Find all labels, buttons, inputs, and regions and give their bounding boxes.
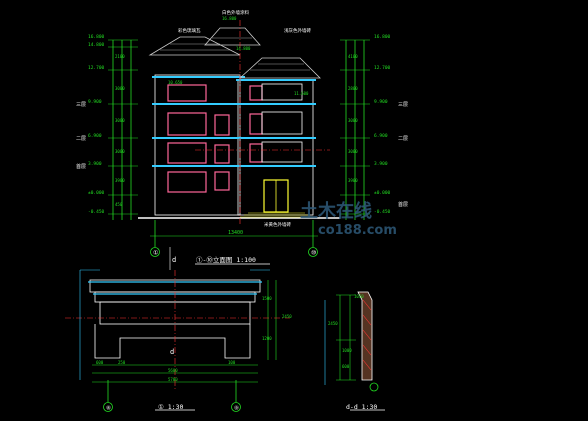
right-level: 6.900 (374, 133, 388, 139)
section-dim: 1050 (354, 294, 364, 299)
axis-label-d: d (172, 256, 176, 264)
section-labels: d-d 1:30 1050 2450 1000 600 (328, 294, 377, 411)
floor-tag-left: 二层 (76, 136, 86, 142)
material-note: 米黄色外墙砖 (264, 221, 291, 228)
detail-title: ① 1:30 (158, 403, 183, 411)
section-dim: 2450 (328, 321, 338, 326)
detail-dim-small: 250 (118, 360, 126, 365)
inline-level: 16.800 (222, 16, 237, 21)
watermark-url: co188.com (318, 223, 397, 238)
right-dim: 3000 (348, 149, 358, 154)
detail-dim-right: 1500 (262, 296, 272, 301)
material-note: 彩色琉璃瓦 (178, 27, 201, 34)
right-dim: 2800 (348, 86, 358, 91)
right-level: -0.450 (374, 209, 391, 215)
axis-label-left: ① (153, 250, 158, 257)
left-dim: 3900 (115, 178, 125, 183)
inline-level: 14.800 (236, 46, 251, 51)
left-level: 12.700 (88, 65, 105, 71)
detail-labels: ① 1:30 ⑧ ⑨ d 5600 5700 2450 1500 1200 60… (96, 296, 292, 412)
detail-axis-left: ⑧ (106, 405, 111, 412)
right-level: ±0.000 (374, 190, 391, 196)
left-dim: 2100 (115, 54, 125, 59)
left-dim: 3000 (115, 118, 125, 123)
section-dim: 600 (342, 364, 350, 369)
left-level: -0.450 (88, 209, 105, 215)
right-level: 9.900 (374, 99, 388, 105)
watermark: 土木在线 co188.com (300, 200, 397, 238)
floor-tag-right: 首层 (398, 201, 408, 208)
inline-level: 11.600 (294, 91, 309, 96)
elevation-title: ①-⑩立面图 1:100 (196, 255, 256, 264)
right-dim: 4100 (348, 54, 358, 59)
left-level: 16.800 (88, 34, 105, 40)
left-dim: 450 (115, 202, 123, 207)
detail-axis-d: d (170, 348, 174, 356)
detail-dim-right: 2450 (282, 314, 292, 319)
left-dim: 3000 (115, 149, 125, 154)
section-dim: 1000 (342, 348, 352, 353)
left-level: 9.900 (88, 99, 102, 105)
elevation-labels: ①-⑩立面图 1:100 ① ⑩ d 13400 16.800 14.800 1… (76, 9, 408, 264)
floor-tag-right: 二层 (398, 136, 408, 142)
detail-axis-right: ⑨ (234, 405, 239, 412)
overall-width: 13400 (228, 230, 243, 236)
detail-view (65, 269, 290, 412)
floor-tag-left: 三层 (76, 102, 86, 108)
detail-dim-bottom: 5600 (168, 368, 178, 373)
left-level: 14.800 (88, 42, 105, 48)
floor-tag-left: 首层 (76, 163, 86, 170)
right-level: 16.800 (374, 34, 391, 40)
detail-dim-right: 1200 (262, 336, 272, 341)
watermark-brand: 土木在线 (300, 200, 372, 222)
left-level: 3.900 (88, 161, 102, 167)
section-view (324, 291, 385, 411)
detail-dim-small: 600 (96, 360, 104, 365)
axis-label-right: ⑩ (311, 250, 316, 257)
inline-level: 10.650 (168, 80, 183, 85)
right-level: 12.700 (374, 65, 391, 71)
right-dim: 3000 (348, 118, 358, 123)
left-dim: 3000 (115, 86, 125, 91)
floor-tag-right: 三层 (398, 102, 408, 108)
detail-dim-bottom: 5700 (168, 377, 178, 382)
right-level: 3.900 (374, 161, 388, 167)
left-level: ±0.000 (88, 190, 105, 196)
elevation-view (108, 20, 370, 270)
left-level: 6.900 (88, 133, 102, 139)
detail-dim-small: 100 (228, 360, 236, 365)
material-note: 浅灰色外墙砖 (284, 27, 311, 34)
section-title: d-d 1:30 (346, 403, 377, 411)
right-dim: 3900 (348, 178, 358, 183)
material-note: 白色外墙涂料 (222, 9, 249, 16)
